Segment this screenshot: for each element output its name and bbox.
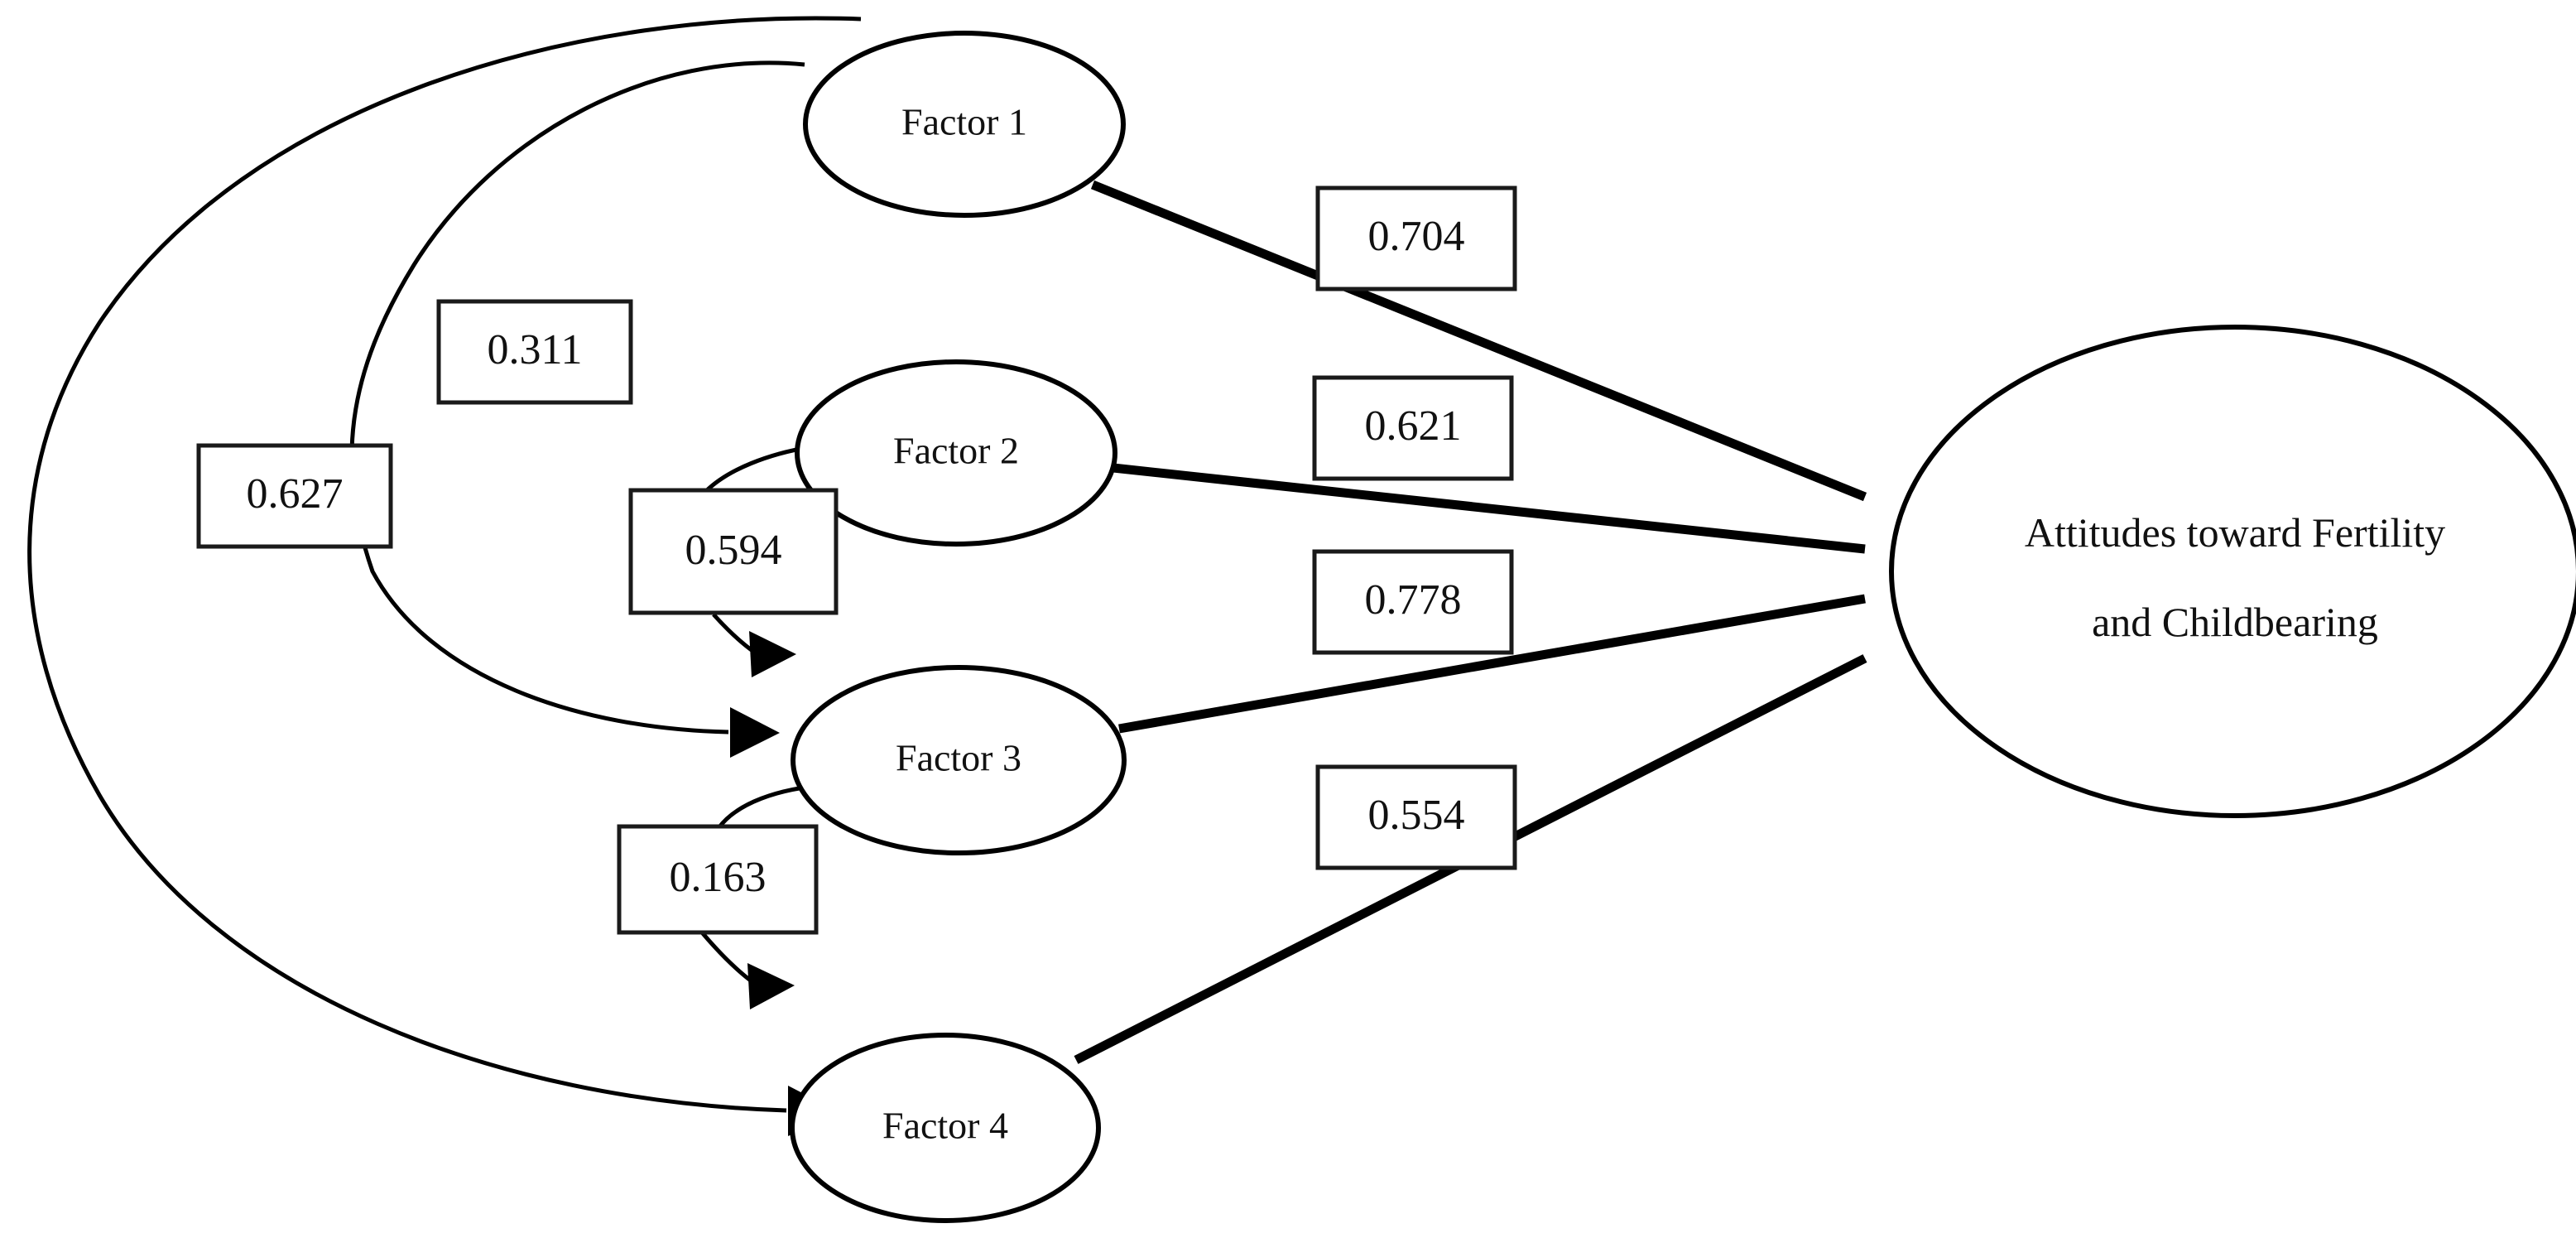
node-factor2[interactable]: Factor 2 — [795, 359, 1117, 547]
value-box-0594[interactable]: 0.594 — [628, 488, 839, 615]
value-box-0778[interactable]: 0.778 — [1312, 549, 1514, 655]
factor2-label: Factor 2 — [893, 430, 1019, 472]
value-box-0163-text: 0.163 — [670, 854, 767, 901]
path-arc-factor2-factor3 — [704, 445, 810, 494]
arrowhead-factor1-factor3 — [730, 707, 780, 758]
value-box-0163-rect — [617, 824, 819, 935]
value-box-0621[interactable]: 0.621 — [1312, 375, 1514, 481]
factor1-label: Factor 1 — [901, 101, 1027, 143]
outcome-label-line1: Attitudes toward Fertility — [2025, 509, 2445, 556]
value-box-0311-rect — [436, 299, 633, 405]
factor4-ellipse — [790, 1033, 1101, 1223]
loading-line-factor3-outcome — [1118, 594, 1866, 734]
value-box-0594-rect — [628, 488, 839, 615]
node-outcome[interactable]: Attitudes toward Fertility and Childbear… — [1889, 325, 2576, 818]
value-box-0778-text: 0.778 — [1365, 576, 1462, 624]
path-arc-factor1-factor3 — [349, 60, 805, 735]
value-box-0311-text: 0.311 — [487, 326, 582, 373]
factor3-label: Factor 3 — [896, 737, 1021, 779]
value-box-0778-rect — [1312, 549, 1514, 655]
value-box-0704-rect — [1315, 185, 1517, 291]
outcome-ellipse — [1889, 325, 2576, 818]
node-factor4[interactable]: Factor 4 — [790, 1033, 1101, 1223]
factor3-ellipse — [791, 665, 1127, 855]
value-box-0594-text: 0.594 — [685, 527, 782, 574]
value-box-0704-text: 0.704 — [1368, 213, 1465, 260]
arrowhead-factor2-factor3 — [749, 631, 796, 677]
arrowhead-factor3-factor4 — [747, 963, 795, 1009]
loading-line-factor1-outcome — [1090, 180, 1867, 502]
node-factor3[interactable]: Factor 3 — [791, 665, 1127, 855]
value-box-0627-rect — [196, 443, 393, 549]
path-arc-factor3-factor4-lower — [700, 931, 757, 986]
factor2-ellipse — [795, 359, 1117, 547]
loading-line-factor2-outcome — [1113, 463, 1866, 554]
value-box-0621-text: 0.621 — [1365, 402, 1462, 450]
value-box-0621-rect — [1312, 375, 1514, 481]
value-box-0627[interactable]: 0.627 — [196, 443, 393, 549]
value-box-0554[interactable]: 0.554 — [1315, 764, 1517, 870]
factor1-ellipse — [803, 31, 1126, 218]
value-box-0311[interactable]: 0.311 — [436, 299, 633, 405]
factor4-label: Factor 4 — [882, 1105, 1008, 1147]
outcome-label-line2: and Childbearing — [2092, 599, 2378, 645]
path-arc-factor1-factor4 — [27, 16, 862, 1113]
value-box-0704[interactable]: 0.704 — [1315, 185, 1517, 291]
value-box-0554-rect — [1315, 764, 1517, 870]
value-box-0163[interactable]: 0.163 — [617, 824, 819, 935]
value-box-0554-text: 0.554 — [1368, 792, 1465, 839]
path-arc-factor2-factor3-lower — [712, 613, 757, 655]
node-factor1[interactable]: Factor 1 — [803, 31, 1126, 218]
value-box-0627-text: 0.627 — [247, 470, 344, 518]
